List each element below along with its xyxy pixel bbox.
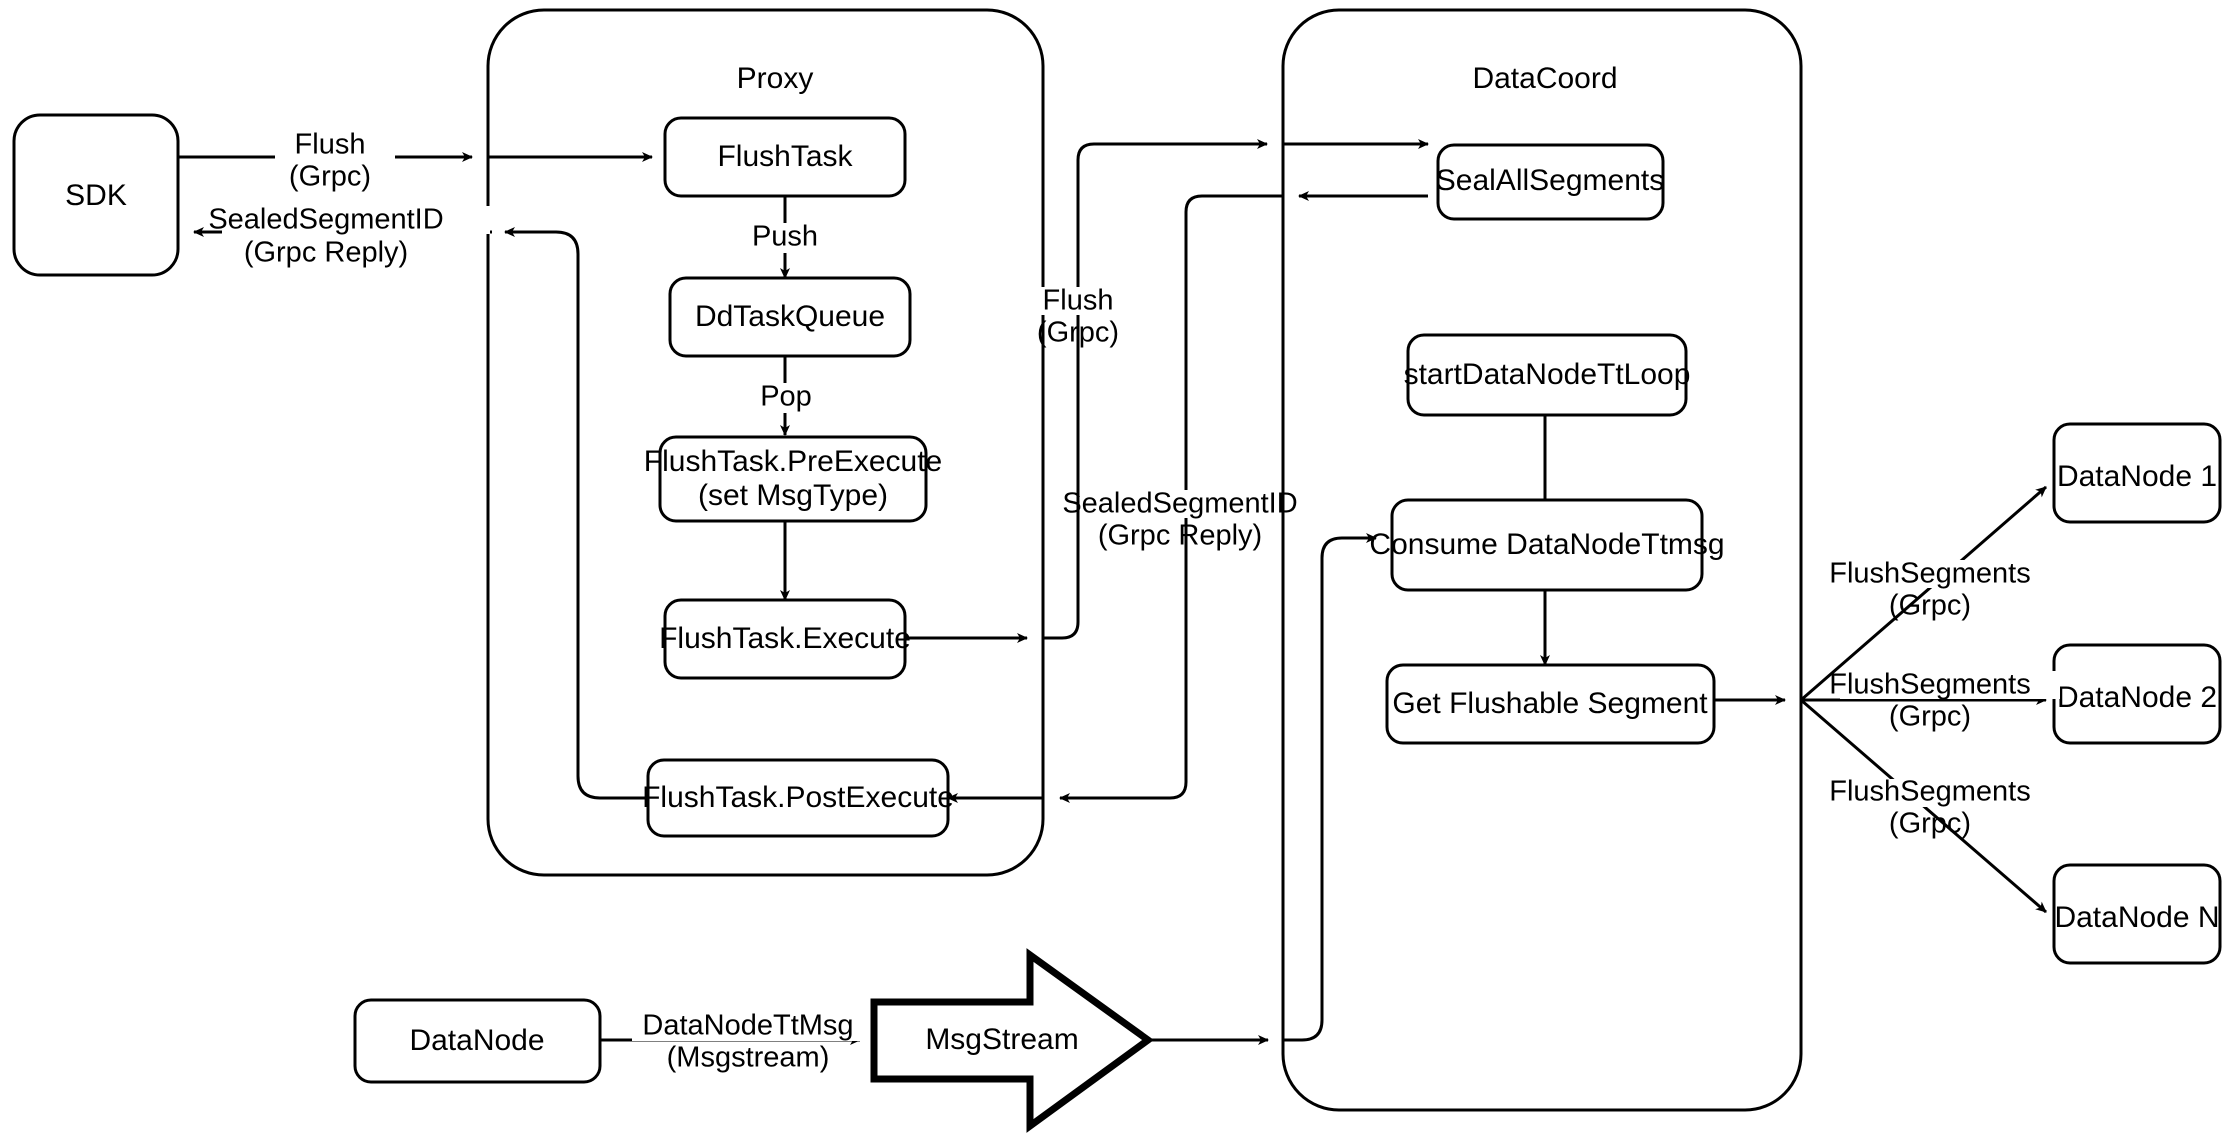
datacoord-container-label: DataCoord — [1472, 62, 1617, 95]
edge-label-flushsegments-2: FlushSegments (Grpc) — [1829, 669, 2060, 733]
postexecute-box[interactable] — [646, 758, 950, 838]
datanoden-box[interactable] — [2052, 863, 2222, 965]
edge-label-flushsegments-1-line2: (Grpc) — [1889, 590, 1971, 622]
edge-label-datanode-ttmsg: DataNodeTtMsg (Msgstream) — [632, 1010, 864, 1074]
node-dd-task-queue[interactable]: DdTaskQueue — [668, 276, 912, 358]
flushtask-label: FlushTask — [717, 140, 853, 173]
execute-box[interactable] — [663, 598, 907, 680]
edge-postexecute-to-reply — [504, 227, 648, 800]
ddtaskqueue-box[interactable] — [668, 276, 912, 358]
msgstream-label: MsgStream — [925, 1023, 1078, 1056]
edge-label-datacoord-to-proxy-line2: (Grpc Reply) — [1098, 520, 1262, 552]
execute-label: FlushTask.Execute — [659, 622, 911, 655]
preexecute-box[interactable] — [658, 435, 928, 523]
preexecute-label-line1: FlushTask.PreExecute — [644, 445, 942, 478]
edge-label-proxy-to-sdk-line2: (Grpc Reply) — [244, 237, 408, 269]
edge-hub-to-datanode-1 — [1800, 485, 2047, 702]
node-flushtask-execute[interactable]: FlushTask.Execute — [659, 598, 911, 680]
container-proxy: Proxy — [486, 8, 1045, 877]
node-seal-all-segments[interactable]: SealAllSegments — [1436, 143, 1665, 221]
datanode-source-box[interactable] — [353, 998, 602, 1084]
sdk-label: SDK — [65, 179, 127, 212]
datanode-source-label: DataNode — [409, 1024, 544, 1057]
edge-label-sdk-to-proxy-line1: Flush — [295, 129, 366, 161]
edge-label-flushsegments-n: FlushSegments (Grpc) — [1829, 776, 2060, 840]
edge-label-flushsegments-1-line1: FlushSegments — [1829, 558, 2031, 590]
flushtask-box[interactable] — [663, 116, 907, 198]
preexecute-label-line2: (set MsgType) — [698, 479, 888, 512]
datanode2-label: DataNode 2 — [2057, 681, 2217, 714]
node-datanode-n[interactable]: DataNode N — [2052, 863, 2222, 965]
container-datacoord: DataCoord — [1281, 8, 1803, 1112]
edge-label-proxy-to-datacoord-line2: (Grpc) — [1037, 317, 1119, 349]
sdk-box[interactable] — [12, 113, 180, 277]
edge-label-datacoord-to-proxy-line1: SealedSegmentID — [1062, 488, 1297, 520]
node-get-flushable-segment[interactable]: Get Flushable Segment — [1385, 663, 1716, 745]
getflushablesegment-label: Get Flushable Segment — [1392, 687, 1708, 720]
sealallsegments-box[interactable] — [1436, 143, 1665, 221]
ddtaskqueue-label: DdTaskQueue — [695, 300, 885, 333]
edge-label-pop-text: Pop — [760, 381, 812, 413]
edge-label-flushsegments-2-line1: FlushSegments — [1829, 669, 2031, 701]
edge-label-pop: Pop — [748, 381, 824, 413]
node-flush-task[interactable]: FlushTask — [663, 116, 907, 198]
edge-label-proxy-to-datacoord-line1: Flush — [1043, 285, 1114, 317]
sealallsegments-label: SealAllSegments — [1436, 164, 1664, 197]
edge-label-flushsegments-2-line2: (Grpc) — [1889, 701, 1971, 733]
node-sdk[interactable]: SDK — [12, 113, 180, 277]
postexecute-label: FlushTask.PostExecute — [642, 781, 954, 814]
node-datanode-2[interactable]: DataNode 2 — [2052, 643, 2222, 745]
datanode1-box[interactable] — [2052, 422, 2222, 524]
edge-label-flushsegments-n-line1: FlushSegments — [1829, 776, 2031, 808]
proxy-container-outline — [486, 8, 1045, 877]
edge-label-sdk-to-proxy: Flush (Grpc) — [275, 129, 395, 193]
edge-label-datacoord-to-proxy: SealedSegmentID (Grpc Reply) — [1062, 488, 1297, 552]
edge-label-proxy-to-sdk: SealedSegmentID (Grpc Reply) — [208, 204, 490, 269]
datanode1-label: DataNode 1 — [2057, 460, 2217, 493]
datanoden-label: DataNode N — [2054, 901, 2219, 934]
edge-proxy-to-datacoord-flush — [1043, 139, 1268, 640]
edge-label-flushsegments-1: FlushSegments (Grpc) — [1829, 558, 2060, 622]
node-msgstream[interactable]: MsgStream — [870, 948, 1154, 1133]
node-flushtask-postexecute[interactable]: FlushTask.PostExecute — [642, 758, 954, 838]
edge-label-datanode-ttmsg-line2: (Msgstream) — [667, 1042, 830, 1074]
edge-label-datanode-ttmsg-line1: DataNodeTtMsg — [642, 1010, 853, 1042]
node-start-datanode-tt-loop[interactable]: startDataNodeTtLoop — [1404, 333, 1691, 417]
msgstream-arrow-shape[interactable] — [870, 948, 1154, 1133]
startdatanodettloop-label: startDataNodeTtLoop — [1404, 358, 1691, 391]
edge-label-push: Push — [742, 221, 828, 253]
node-flushtask-preexecute[interactable]: FlushTask.PreExecute (set MsgType) — [644, 435, 942, 523]
edge-label-sdk-to-proxy-line2: (Grpc) — [289, 161, 371, 193]
edge-label-proxy-to-datacoord: Flush (Grpc) — [1020, 285, 1136, 349]
edge-label-push-text: Push — [752, 221, 818, 253]
node-datanode-1[interactable]: DataNode 1 — [2052, 422, 2222, 524]
edge-datacoord-stream-to-consume — [1283, 533, 1377, 1042]
edge-label-flushsegments-n-line2: (Grpc) — [1889, 808, 1971, 840]
startdatanodettloop-box[interactable] — [1406, 333, 1688, 417]
edge-label-proxy-to-sdk-line1: SealedSegmentID — [208, 204, 443, 236]
consumedatanodettmsg-label: Consume DataNodeTtmsg — [1369, 528, 1724, 561]
proxy-container-label: Proxy — [737, 62, 814, 95]
datacoord-container-outline — [1281, 8, 1803, 1112]
getflushablesegment-box[interactable] — [1385, 663, 1716, 745]
node-datanode-source[interactable]: DataNode — [353, 998, 602, 1084]
consumedatanodettmsg-box[interactable] — [1390, 498, 1704, 592]
node-consume-datanode-ttmsg[interactable]: Consume DataNodeTtmsg — [1369, 498, 1725, 592]
